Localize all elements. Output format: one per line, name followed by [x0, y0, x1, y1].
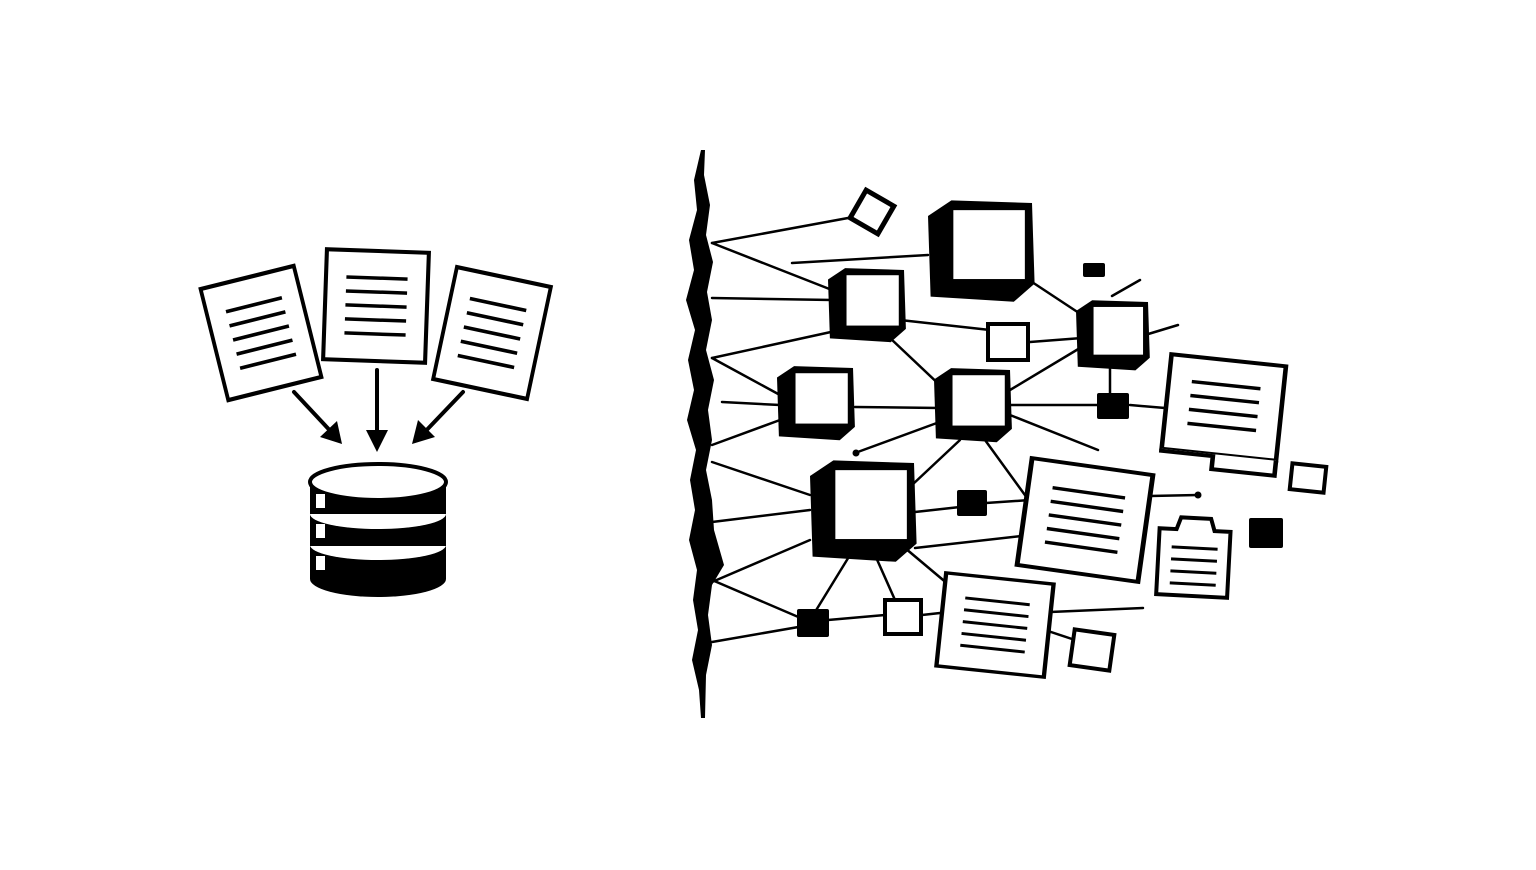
- square-node-icon: [846, 186, 898, 238]
- cube-icon: [808, 458, 919, 564]
- square-node-icon: [1097, 393, 1129, 419]
- connection-dot: [852, 449, 860, 457]
- connection-dot: [1194, 491, 1202, 499]
- square-node-icon: [1249, 518, 1283, 548]
- database-icon: [308, 462, 448, 597]
- document-icon: [201, 266, 322, 400]
- document-icon: [936, 573, 1053, 677]
- square-node-icon: [957, 490, 987, 516]
- left-panel: [201, 249, 551, 597]
- document-icon: [323, 249, 429, 362]
- cube-icon: [1074, 298, 1152, 372]
- square-node-icon: [1287, 461, 1329, 495]
- cube-icon: [826, 266, 908, 344]
- cube-icon: [775, 364, 857, 442]
- arrow-down-icon: [366, 368, 388, 452]
- folder-document-icon: [1154, 515, 1233, 600]
- torn-edge-icon: [686, 150, 724, 718]
- square-node-icon: [797, 609, 829, 637]
- document-icon: [1158, 352, 1289, 478]
- square-node-icon: [986, 322, 1030, 362]
- cube-icon: [932, 366, 1014, 444]
- square-node-icon: [883, 598, 923, 636]
- connection-dots: [852, 449, 1202, 499]
- square-node-icon: [1067, 627, 1117, 673]
- arrow-down-icon: [412, 390, 465, 444]
- document-icon: [433, 267, 551, 399]
- cube-icon: [926, 198, 1037, 304]
- arrow-down-icon: [292, 390, 342, 444]
- document-icon: [1017, 458, 1153, 582]
- square-node-icon: [1083, 263, 1105, 277]
- right-panel: [775, 186, 1329, 677]
